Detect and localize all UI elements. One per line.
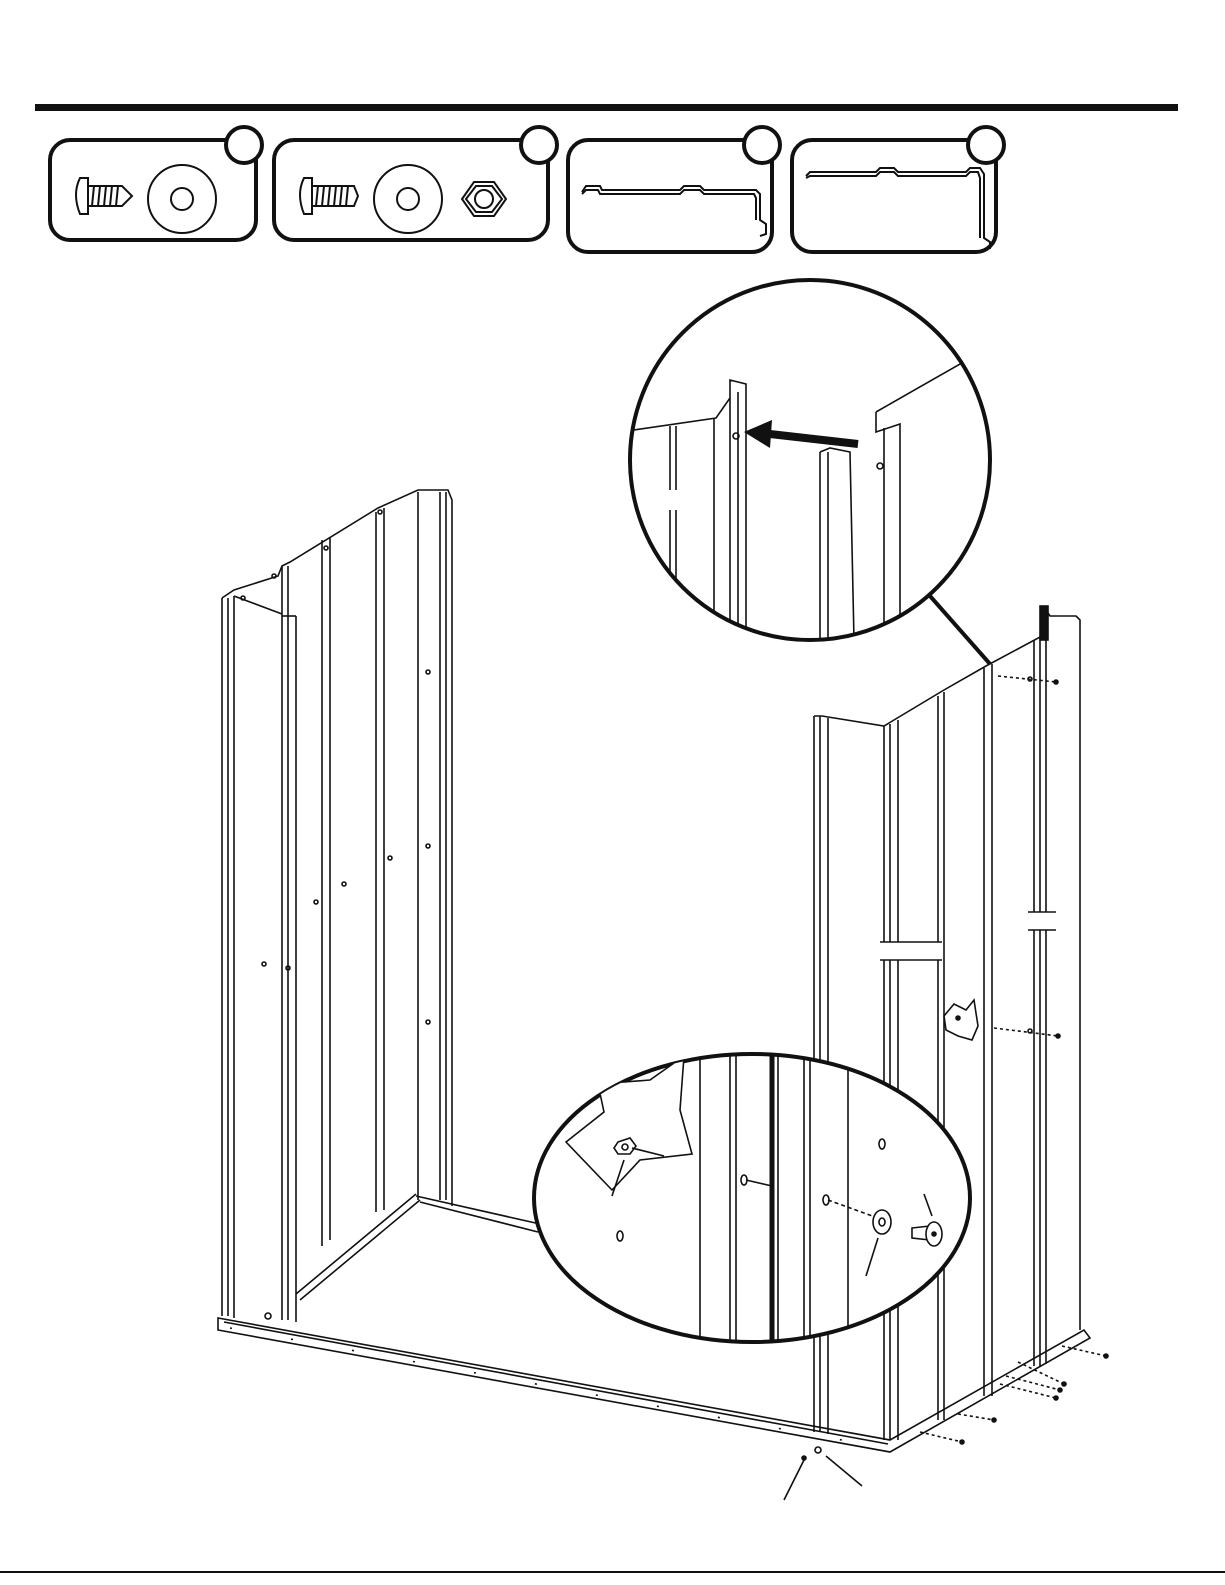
footer-rule [0,1571,1225,1573]
washer-icon [873,1210,891,1234]
left-wall-panels [222,490,452,1322]
top-detail-callout [620,280,1010,664]
right-wall-panels [784,606,1108,1500]
bottom-detail-callout [534,1050,970,1346]
